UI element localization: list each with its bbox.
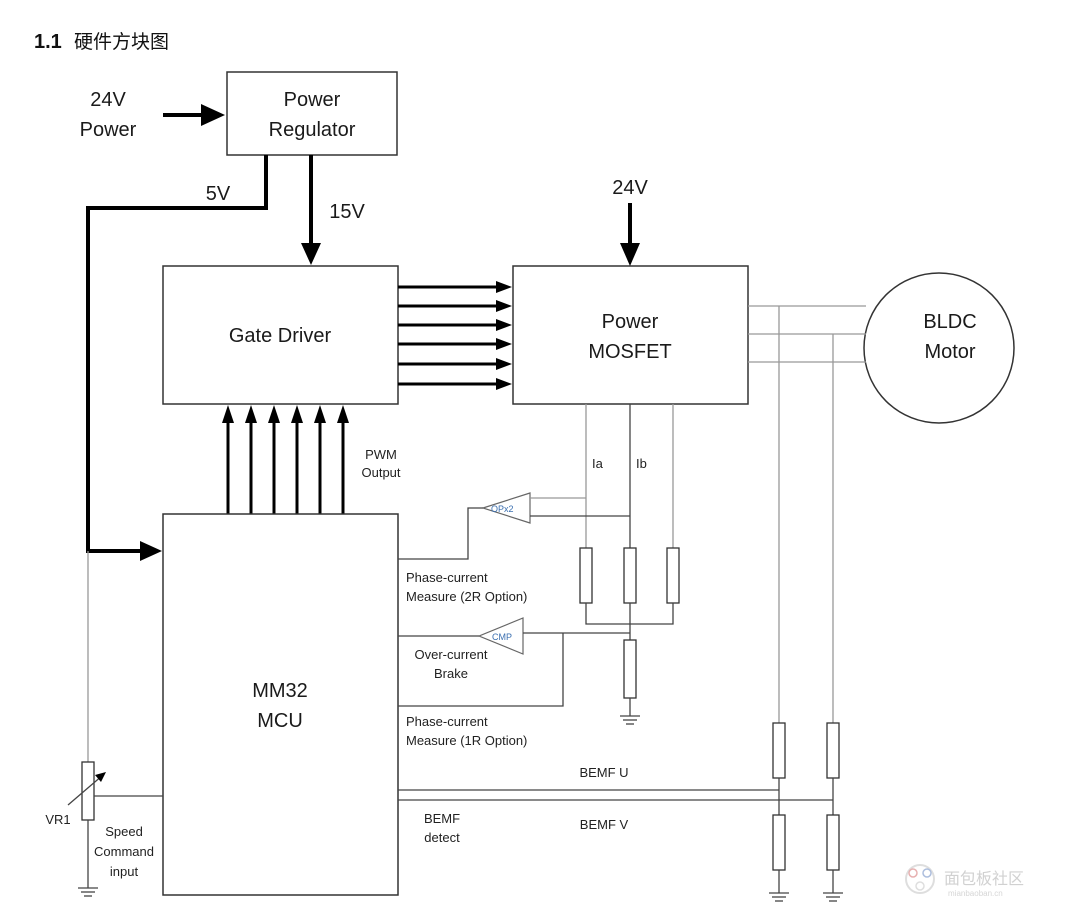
bemf-v-label: BEMF V — [580, 817, 629, 832]
vr1-label: VR1 — [45, 812, 70, 827]
section-title: 硬件方块图 — [74, 31, 169, 53]
pwm-output-label-line1: PWM — [365, 447, 397, 462]
over-current-label-line2: Brake — [434, 666, 468, 681]
gate-drive-arrows — [398, 281, 512, 390]
ground-symbol-bemf-u — [769, 892, 789, 902]
vr1-adjust-arrow — [67, 774, 104, 806]
bemf-v-resistor-top — [826, 722, 840, 779]
bemf-detect-label-line1: BEMF — [424, 811, 460, 826]
vr1-adjust-arrowhead — [95, 772, 106, 782]
pwm-output-label-line2: Output — [361, 465, 400, 480]
phase-current-2r-label-line1: Phase-current — [406, 570, 488, 585]
comparator-label: CMP — [492, 632, 512, 642]
bemf-u-label: BEMF U — [579, 765, 628, 780]
rail-15v-arrowhead — [301, 243, 321, 265]
phase-current-1r-label-line1: Phase-current — [406, 714, 488, 729]
input-power-label-line2: Power — [80, 119, 137, 141]
bldc-motor-label-line1: BLDC — [923, 311, 976, 333]
current-a-label: Ia — [592, 456, 604, 471]
mcu-label-line2: MCU — [257, 710, 303, 732]
speed-command-label-line1: Speed — [105, 824, 143, 839]
mcu-block — [162, 513, 399, 896]
bemf-v-resistor-bottom — [826, 814, 840, 871]
bldc-motor-circle — [863, 272, 1015, 424]
shunt-resistor-b — [623, 547, 637, 604]
watermark-logo-icon — [905, 864, 935, 894]
mcu-label-line1: MM32 — [252, 680, 308, 702]
phase-current-2r-label-line2: Measure (2R Option) — [406, 589, 527, 604]
speed-command-label-line2: Command — [94, 844, 154, 859]
power-mosfet-label-line2: MOSFET — [588, 341, 671, 363]
phase-current-1r-wire — [398, 633, 564, 707]
single-shunt-resistor — [623, 639, 637, 699]
section-number: 1.1 — [34, 31, 62, 53]
power-mosfet-label-line1: Power — [602, 311, 659, 333]
rail-5v-wire — [86, 155, 268, 553]
rail-15v-label: 15V — [329, 201, 365, 223]
power-regulator-block — [226, 71, 398, 156]
watermark: 面包板社区 mianbaoban.cn — [905, 864, 1024, 898]
watermark-subtext: mianbaoban.cn — [948, 889, 1003, 898]
power-regulator-label-line1: Power — [284, 89, 341, 111]
ground-symbol-vr1 — [78, 887, 98, 897]
speed-command-label-line3: input — [110, 864, 139, 879]
mosfet-supply-arrowhead — [620, 243, 640, 266]
ground-symbol-shunt — [620, 715, 640, 725]
ground-symbol-bemf-v — [823, 892, 843, 902]
pwm-arrows — [222, 405, 349, 514]
bldc-motor-label-line2: Motor — [924, 341, 975, 363]
power-mosfet-block — [512, 265, 749, 405]
bemf-u-resistor-bottom — [772, 814, 786, 871]
input-power-arrowhead — [201, 104, 225, 126]
bemf-detect-label-line2: detect — [424, 830, 460, 845]
gate-driver-label: Gate Driver — [229, 325, 332, 347]
gate-driver-block — [162, 265, 399, 405]
comparator-triangle — [477, 617, 524, 655]
shunt-resistor-c — [666, 547, 680, 604]
phase-current-1r-label-line2: Measure (1R Option) — [406, 733, 527, 748]
shunt-resistor-a — [579, 547, 593, 604]
current-b-label: Ib — [636, 456, 647, 471]
power-regulator-label-line2: Regulator — [269, 119, 356, 141]
rail-5v-label: 5V — [206, 183, 231, 205]
input-power-label-line1: 24V — [90, 89, 126, 111]
bemf-u-resistor-top — [772, 722, 786, 779]
rail-5v-arrowhead — [140, 541, 162, 561]
watermark-text: 面包板社区 — [944, 870, 1024, 888]
over-current-label-line1: Over-current — [415, 647, 488, 662]
opamp-output-wire — [398, 507, 483, 560]
motor-phase-wires — [748, 305, 866, 723]
opamp-label: OPx2 — [491, 504, 514, 514]
mosfet-supply-label: 24V — [612, 177, 648, 199]
opamp-triangle — [481, 492, 531, 524]
